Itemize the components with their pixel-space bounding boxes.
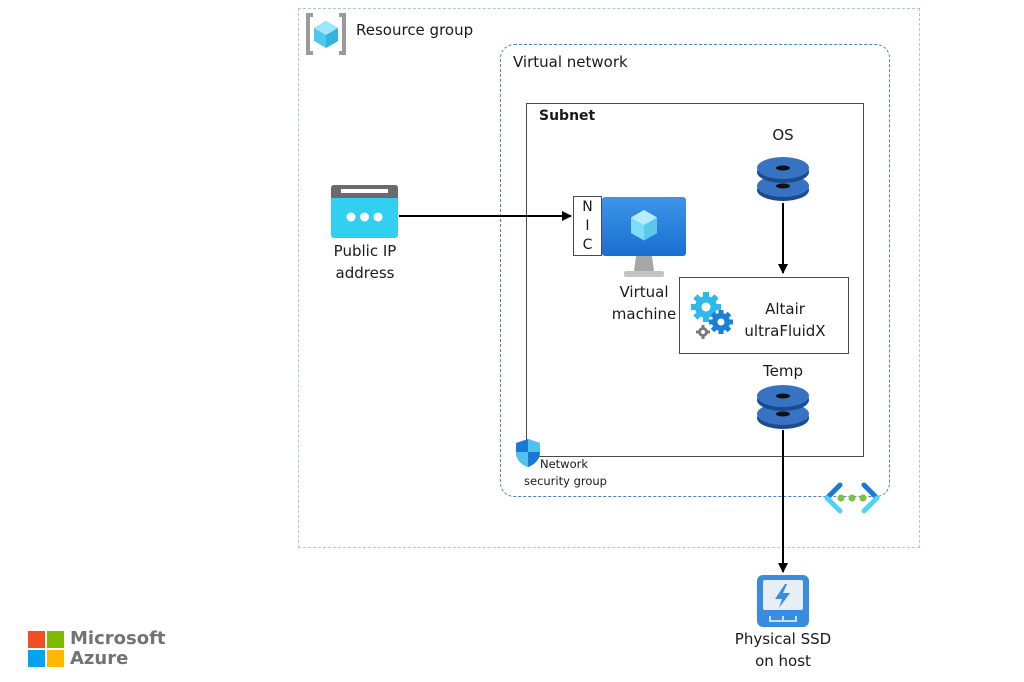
app-label-line1: Altair	[765, 300, 805, 318]
virtual-network-boundary	[500, 44, 890, 497]
nsg-label-line1: Network	[540, 457, 589, 471]
ssd-label-line2: on host	[755, 652, 811, 670]
os-disk-label: OS	[772, 126, 794, 144]
nic-letter: I	[585, 217, 590, 234]
os-disk-icon	[757, 157, 809, 201]
microsoft-azure-wordmark: Microsoft Azure	[70, 629, 166, 669]
vm-label-line2: machine	[611, 305, 677, 323]
brand-line2: Azure	[70, 648, 129, 669]
temp-disk-label: Temp	[763, 362, 803, 380]
public-ip-label-line1: Public IP	[333, 242, 397, 260]
virtual-network-label: Virtual network	[513, 53, 628, 71]
virtual-machine-label: Virtual machine	[594, 281, 694, 325]
temp-disk-icon	[757, 385, 809, 429]
subnet-label: Subnet	[539, 108, 596, 124]
resource-group-label: Resource group	[356, 21, 474, 39]
virtual-machine-icon	[602, 197, 686, 277]
public-ip-icon	[331, 185, 398, 238]
shield-icon	[516, 439, 540, 467]
resource-group-boundary	[298, 8, 920, 548]
app-label-line2: ultraFluidX	[744, 322, 826, 340]
nic-letter: C	[582, 237, 593, 254]
nic-letter: N	[582, 198, 593, 215]
public-ip-label: Public IP address	[315, 240, 415, 284]
gears-icon	[691, 292, 733, 339]
virtual-network-icon	[824, 482, 880, 514]
physical-ssd-label: Physical SSD on host	[722, 628, 844, 672]
resource-group-icon	[306, 13, 346, 55]
application-label: Altair ultraFluidX	[742, 298, 828, 342]
ssd-icon	[757, 575, 809, 627]
vm-label-line1: Virtual	[619, 283, 669, 301]
brand-line1: Microsoft	[70, 628, 166, 649]
subnet-boundary	[526, 103, 864, 457]
nsg-label-line2: security group	[524, 474, 607, 488]
ssd-label-line1: Physical SSD	[734, 630, 832, 648]
public-ip-label-line2: address	[335, 264, 395, 282]
microsoft-logo-icon	[28, 631, 64, 667]
nic-box: N I C	[573, 196, 602, 256]
